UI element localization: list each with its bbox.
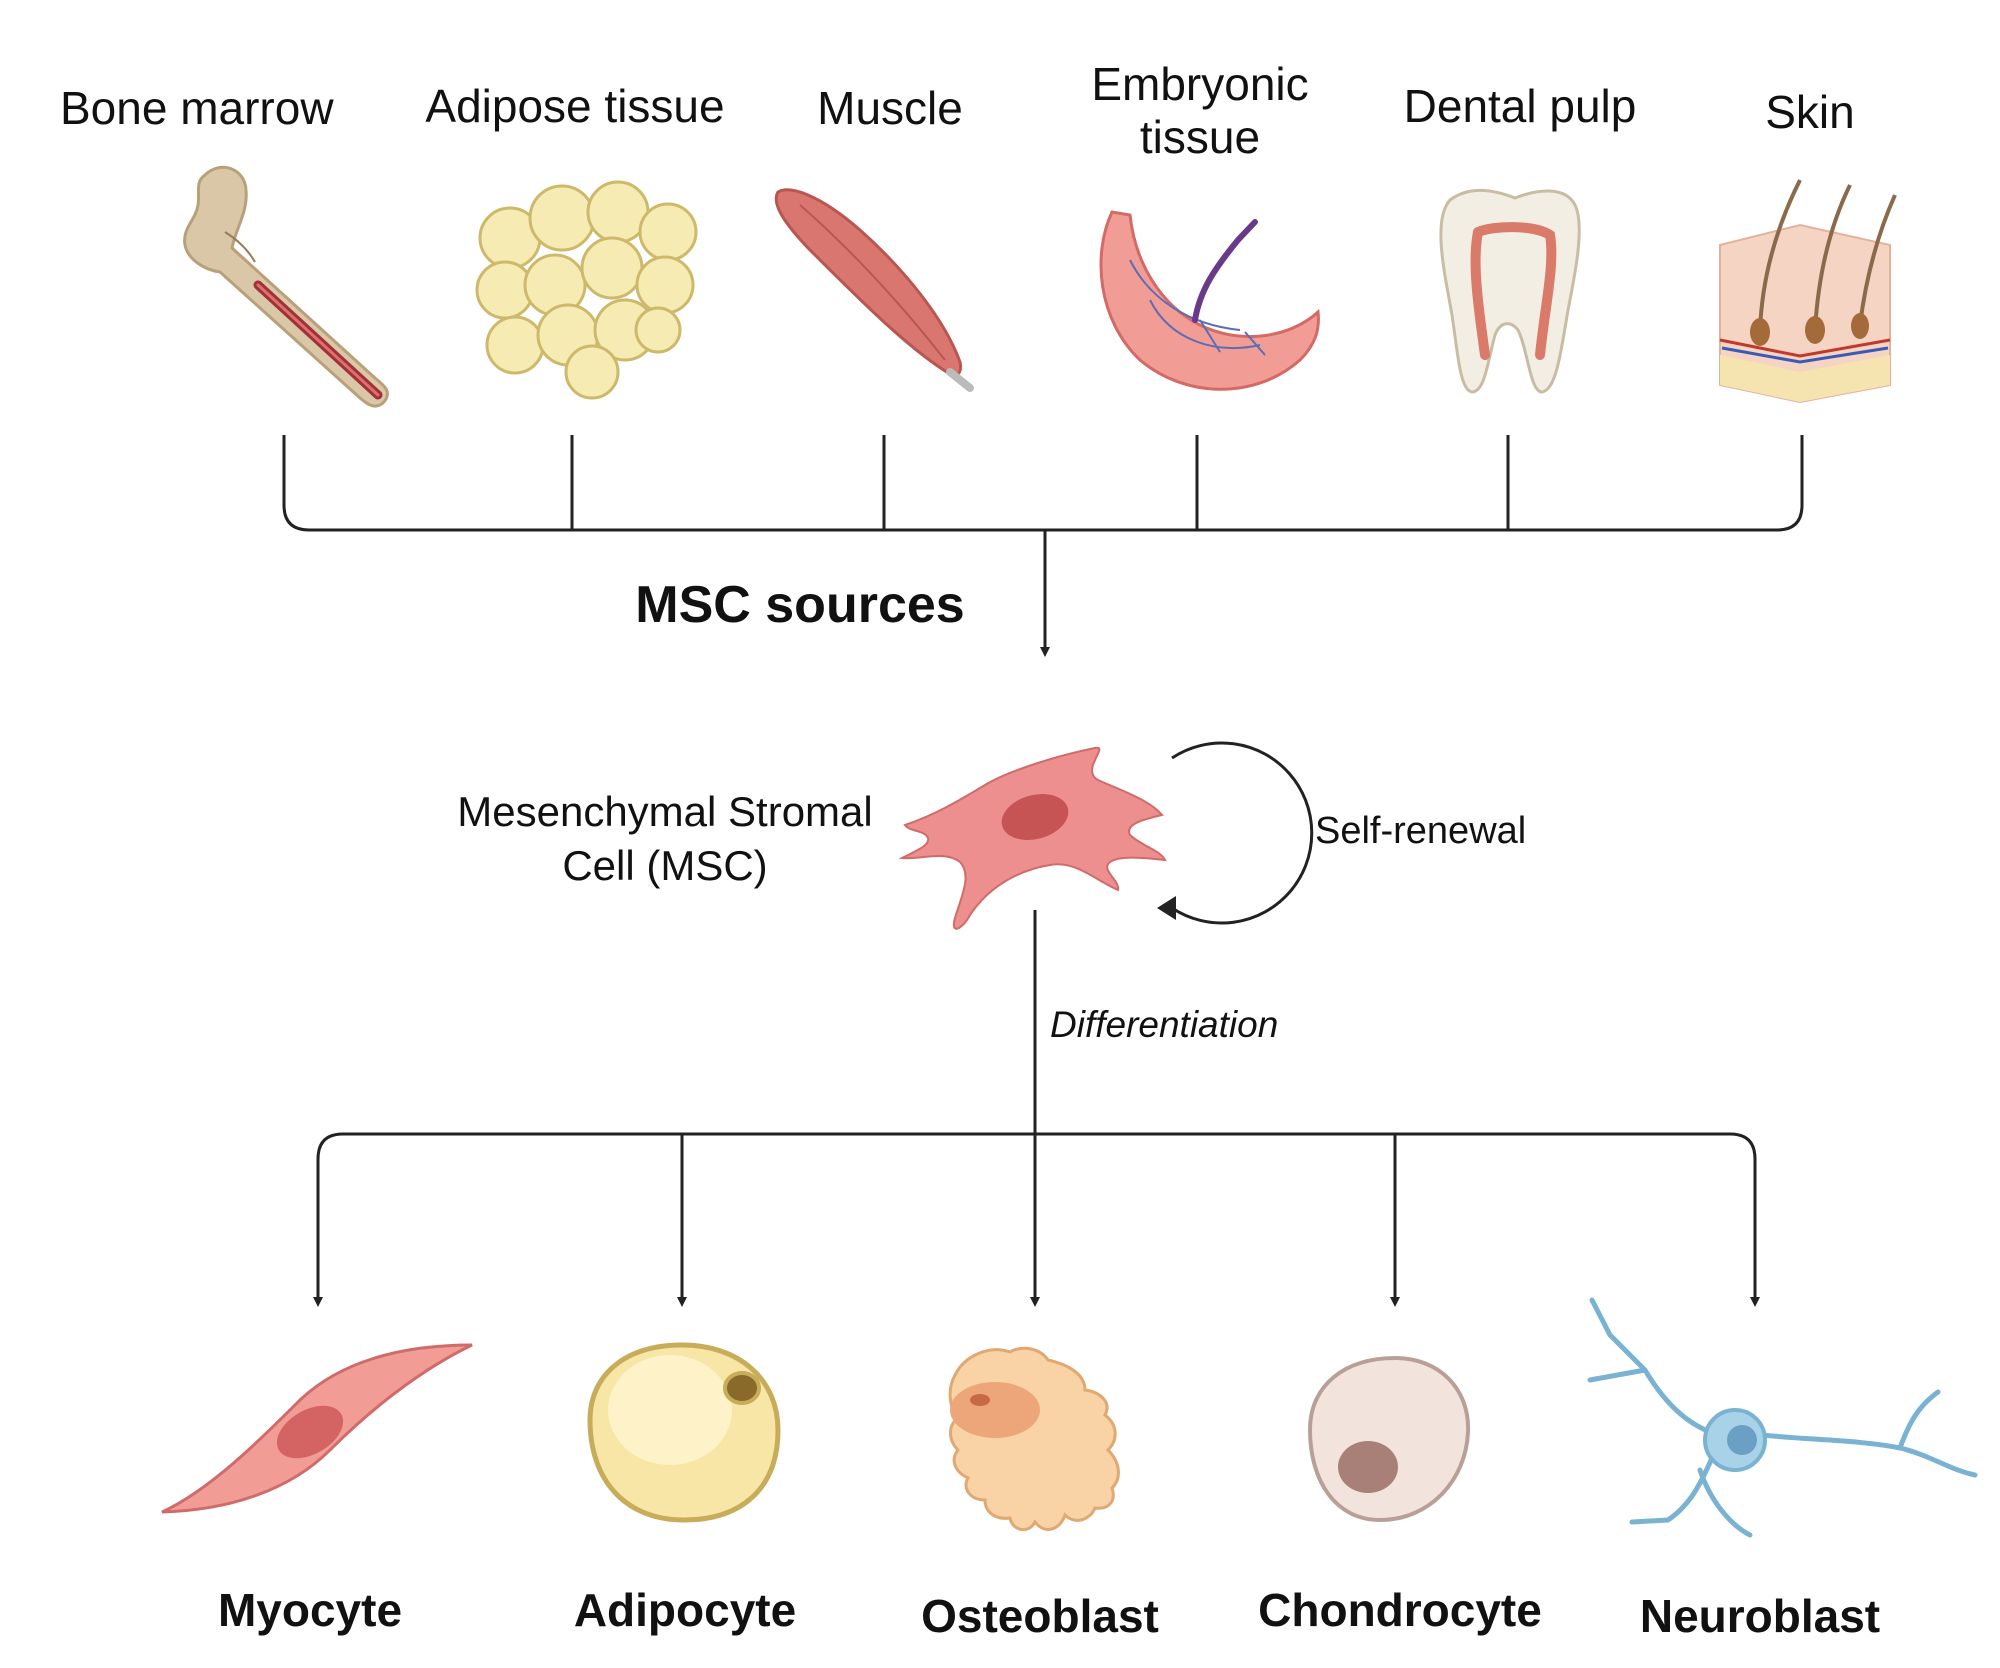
msc-sources-title: MSC sources — [635, 576, 965, 634]
cell-label-myocyte: Myocyte — [217, 1584, 403, 1636]
chondrocyte-icon — [1307, 1355, 1471, 1523]
osteoblast-icon — [948, 1346, 1120, 1532]
sources-bracket — [282, 435, 1804, 532]
source-label-dental-pulp: Dental pulp — [1403, 80, 1637, 132]
self-renewal-label: Self-renewal — [1315, 810, 1527, 852]
source-label-embryonic-tissue: Embryonic tissue — [1091, 58, 1309, 163]
adipocyte-icon — [587, 1342, 781, 1523]
differentiation-label: Differentiation — [1050, 1004, 1279, 1045]
skin-icon — [1719, 179, 1897, 404]
source-label-skin: Skin — [1765, 86, 1855, 138]
tooth-icon — [1439, 188, 1581, 394]
neuroblast-icon — [1587, 1297, 1978, 1538]
placenta-icon — [1099, 210, 1320, 391]
myocyte-icon — [161, 1343, 473, 1514]
source-label-bone-marrow: Bone marrow — [60, 82, 334, 134]
msc-cell-icon — [898, 746, 1167, 930]
cell-label-osteoblast: Osteoblast — [921, 1590, 1159, 1642]
msc-label: Mesenchymal Stromal Cell (MSC) — [457, 788, 873, 889]
cell-label-chondrocyte: Chondrocyte — [1258, 1584, 1542, 1636]
bone-icon — [183, 165, 389, 408]
self-renewal-arrow — [1157, 741, 1314, 925]
cell-label-neuroblast: Neuroblast — [1639, 1590, 1881, 1642]
source-label-muscle: Muscle — [817, 82, 963, 134]
cell-label-adipocyte: Adipocyte — [573, 1584, 797, 1636]
muscle-icon — [774, 188, 974, 392]
fat-cells-icon — [475, 180, 698, 400]
source-label-adipose-tissue: Adipose tissue — [425, 80, 725, 132]
